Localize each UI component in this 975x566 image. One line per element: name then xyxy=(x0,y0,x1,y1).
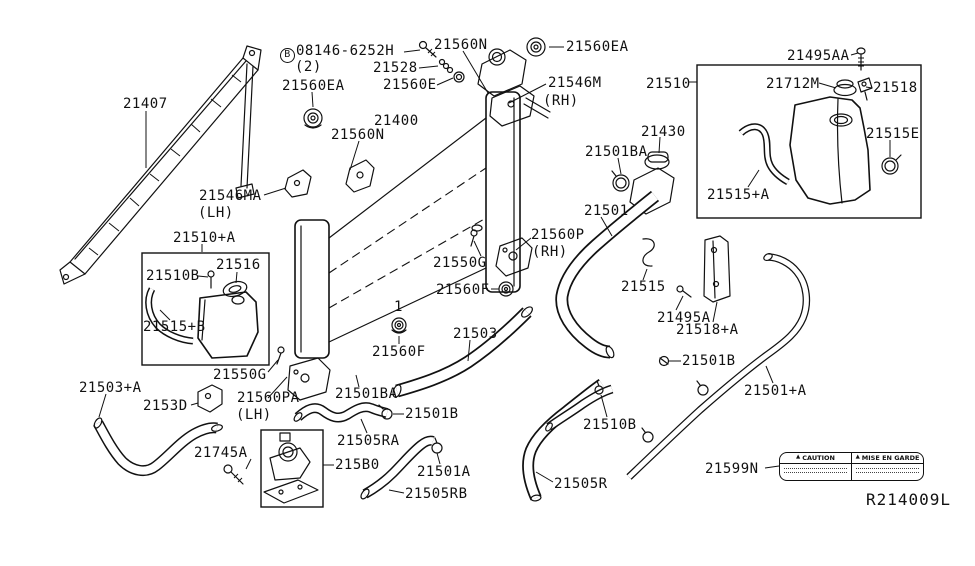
mise-en-garde-header: ▲ MISE EN GARDE xyxy=(852,453,923,464)
screw-21510b-icon xyxy=(207,270,215,289)
lower-radiator-hose-21503 xyxy=(392,306,533,398)
upper-radiator-hose-21501 xyxy=(555,190,660,359)
screw-21495a-icon xyxy=(676,285,692,298)
caution-triangle-icon: ▲ xyxy=(855,454,860,461)
radiator-assembly-art xyxy=(294,91,521,359)
caution-header: ▲ CAUTION xyxy=(780,453,851,464)
caution-header-text: CAUTION xyxy=(802,454,835,462)
clamp-21501b-icon xyxy=(378,404,393,420)
cap-21712m-icon xyxy=(833,79,857,97)
filler-neck-art xyxy=(477,48,551,127)
fine-print-line xyxy=(856,466,919,469)
grommet-21560f-right-icon xyxy=(498,281,514,297)
clamp-21510b-icon xyxy=(594,380,604,395)
grommet-21560f-left-icon xyxy=(391,317,407,334)
clamp-21501a-icon xyxy=(431,437,443,454)
screw-21550g-bottom-icon xyxy=(276,346,285,365)
caution-triangle-icon: ▲ xyxy=(796,454,801,461)
bracket-21560n-art xyxy=(345,159,375,193)
bracket-21560p-art xyxy=(495,237,533,277)
bracket-21518a-art xyxy=(703,235,731,303)
screw-21745a-icon xyxy=(223,464,244,485)
bracket-21560pa-art xyxy=(287,357,331,401)
s-hook-21515-icon xyxy=(642,238,655,267)
small-reservoir-art xyxy=(145,270,259,359)
hose-21515b xyxy=(145,287,194,345)
pump-inset-box xyxy=(260,429,324,508)
reservoir-inset-box xyxy=(696,64,922,219)
bolt-21501b-icon xyxy=(658,355,670,367)
fine-print-line xyxy=(856,470,919,473)
cap-21516-icon xyxy=(222,280,248,298)
clamp-21515e-icon xyxy=(881,154,902,175)
leader-lines xyxy=(98,46,891,494)
hose-21505ra xyxy=(293,402,389,423)
sensor-21518-icon xyxy=(857,77,873,101)
fine-print-line xyxy=(784,470,847,473)
fine-print-line xyxy=(784,466,847,469)
screw-08146-icon xyxy=(418,40,437,58)
cap-21560ea-right-icon xyxy=(526,37,546,57)
caution-sticker-left-column: ▲ CAUTION xyxy=(780,453,852,480)
aux-pump-art xyxy=(263,432,319,504)
bracket-2153d-art xyxy=(197,384,223,413)
caution-sticker: ▲ CAUTION ▲ MISE EN GARDE xyxy=(779,452,924,481)
spring-21528-icon xyxy=(438,58,454,74)
screw-21495aa-icon xyxy=(856,47,866,71)
hose-21505rb xyxy=(360,435,435,500)
mise-en-garde-header-text: MISE EN GARDE xyxy=(861,454,920,462)
screw-21550g-top-icon xyxy=(470,224,483,247)
small-reservoir-inset-box xyxy=(141,252,270,366)
reservoir-tank-art xyxy=(738,47,902,205)
diagram-code: R214009L xyxy=(866,490,952,509)
caution-sticker-right-column: ▲ MISE EN GARDE xyxy=(852,453,923,480)
grommet-21560e-icon xyxy=(453,71,465,83)
thermostat-housing-art xyxy=(611,151,675,215)
hose-21503a xyxy=(93,417,223,477)
hose-21515a xyxy=(738,123,790,186)
bracket-21546ma-art xyxy=(284,169,312,198)
cap-21560ea-left-icon xyxy=(303,108,323,129)
hose-21510b xyxy=(545,384,614,432)
condenser-art xyxy=(59,45,262,285)
pipe-21501a xyxy=(626,252,811,480)
